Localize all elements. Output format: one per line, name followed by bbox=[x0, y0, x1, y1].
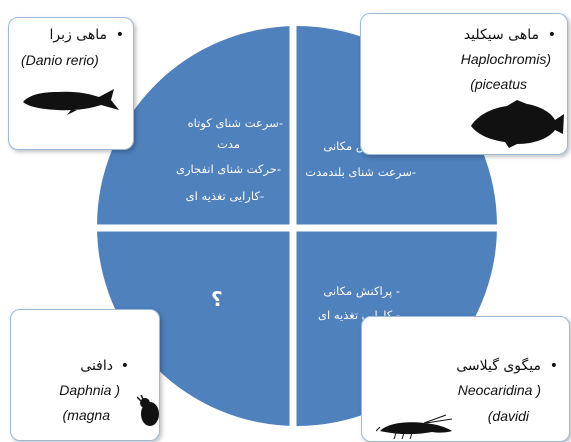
bullet-icon: • bbox=[549, 358, 558, 374]
shrimp-scientific-name-line-2: (davidi bbox=[487, 408, 529, 424]
quadrant-top-left-line-3: -حرکت شنای انفجاری bbox=[176, 162, 281, 176]
quadrant-top-right-line-2: -سرعت شنای بلندمدت bbox=[305, 165, 416, 179]
quadrant-bottom-right-line-2: - کارایی تغذیه ای bbox=[318, 308, 400, 322]
card-cichlid: ماهی سیکلید • Haplochromis) (piceatus bbox=[360, 13, 568, 155]
card-zebrafish: ماهی زبرا • (Danio rerio) bbox=[8, 17, 134, 150]
bullet-icon: • bbox=[120, 358, 129, 374]
bullet-icon: • bbox=[547, 27, 556, 43]
card-daphnia: دافنی • Daphnia ) (magna bbox=[10, 309, 160, 441]
zebrafish-silhouette-icon bbox=[23, 89, 119, 115]
quadrant-top-left-line-4: -کارایی تغذیه ای bbox=[185, 189, 264, 203]
daphnia-scientific-name-line-1: Daphnia ) bbox=[59, 382, 120, 398]
shrimp-name: میگوی گیلاسی bbox=[456, 358, 541, 374]
quadrant-bottom-right-line-1: - پراکنش مکانی bbox=[323, 284, 400, 298]
cichlid-name: ماهی سیکلید bbox=[463, 27, 539, 43]
quadrant-top-left-line-2: مدت bbox=[216, 137, 240, 151]
zebrafish-scientific-name: (Danio rerio) bbox=[21, 52, 99, 68]
unknown-question-mark: ؟ bbox=[211, 287, 223, 311]
cichlid-silhouette-icon bbox=[471, 100, 564, 148]
bullet-icon: • bbox=[115, 27, 124, 43]
shrimp-scientific-name-line-1: Neocaridina ) bbox=[457, 382, 541, 398]
daphnia-scientific-name-line-2: (magna bbox=[62, 407, 110, 423]
daphnia-name: دافنی bbox=[80, 358, 113, 374]
shrimp-silhouette-icon bbox=[376, 414, 453, 439]
quadrant-top-left-line-1: -سرعت شنای کوتاه bbox=[187, 116, 283, 130]
card-cherry-shrimp: میگوی گیلاسی • Neocaridina ) (davidi bbox=[361, 316, 570, 442]
cichlid-scientific-name-line-2: (piceatus bbox=[470, 76, 527, 92]
daphnia-silhouette-icon bbox=[137, 395, 159, 426]
zebrafish-name: ماهی زبرا bbox=[49, 27, 107, 43]
cichlid-scientific-name-line-1: Haplochromis) bbox=[460, 51, 551, 67]
